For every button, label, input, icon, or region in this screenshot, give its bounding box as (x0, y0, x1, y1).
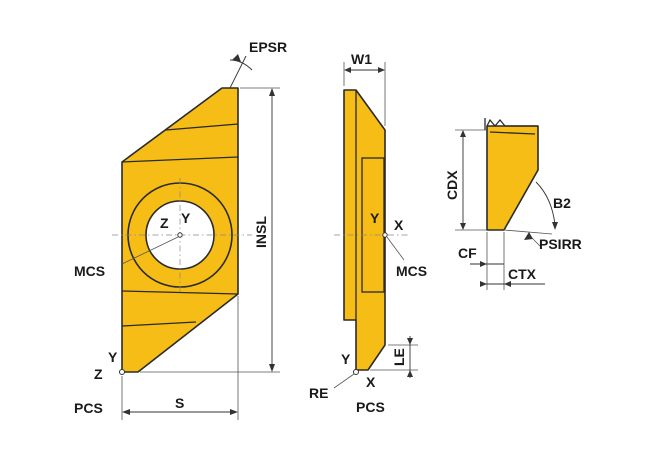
insl-arrow-bottom (269, 364, 275, 372)
mcs-point-marker-side (382, 232, 388, 238)
epsr-label: EPSR (249, 39, 287, 55)
epsr-arrowhead (232, 54, 241, 62)
pcs-point-marker-front (119, 369, 125, 375)
s-arrow-right (230, 409, 238, 415)
front-chamfer-line-bottom (121, 321, 197, 327)
cdx-arrow-bottom (460, 223, 466, 230)
ctx-arrow-right (504, 281, 511, 287)
b2-label: B2 (553, 195, 571, 211)
pcs-label-front: PCS (74, 400, 103, 416)
pcs-label-side: PCS (356, 399, 385, 415)
ctx-arrow-left (480, 281, 487, 287)
y-axis-label-side: Y (370, 210, 380, 226)
ctx-label: CTX (508, 266, 537, 282)
mcs-point-marker (177, 232, 183, 238)
psirr-arrowhead (524, 232, 533, 240)
b2-arc (535, 181, 556, 226)
psirr-label: PSIRR (539, 236, 582, 252)
epsr-arc (229, 59, 253, 71)
re-leader (333, 373, 355, 389)
side-view: W1 Y X MCS LE Y X RE PCS (309, 51, 427, 415)
cf-arrow (480, 261, 487, 267)
cf-label: CF (458, 245, 477, 261)
detail-relief-line (489, 131, 536, 135)
cdx-label: CDX (444, 170, 460, 200)
front-chamfer-line-mid-bottom (121, 290, 239, 295)
le-label: LE (391, 348, 407, 366)
b2-arrowhead (552, 222, 558, 230)
y-axis-label-pcs-front: Y (108, 349, 118, 365)
mcs-label-front: MCS (74, 263, 105, 279)
w1-arrow-right (378, 67, 385, 73)
w1-arrow-left (344, 67, 351, 73)
x-axis-label-pcs-side: X (366, 374, 376, 390)
w1-label: W1 (351, 51, 372, 67)
s-label: S (175, 395, 184, 411)
insl-label: INSL (253, 216, 269, 248)
front-chamfer-line-top (165, 123, 239, 131)
s-arrow-left (122, 409, 130, 415)
front-chamfer-line-mid-top (121, 156, 239, 163)
z-axis-label-pcs-front: Z (94, 366, 103, 382)
mcs-label-side: MCS (396, 263, 427, 279)
y-axis-label-center: Y (181, 210, 191, 226)
epsr-reference-line (229, 55, 247, 89)
insl-arrow-top (269, 88, 275, 96)
detail-break-line (484, 118, 538, 130)
mcs-side-leader (386, 236, 405, 261)
re-label: RE (309, 385, 328, 401)
cdx-arrow-top (460, 130, 466, 137)
x-axis-label-side: X (394, 217, 404, 233)
le-arrow-bottom (407, 370, 413, 377)
pcs-point-marker-side (353, 369, 359, 375)
z-axis-label-center: Z (160, 215, 169, 231)
insert-side-body (343, 89, 386, 371)
psirr-reference-line (503, 229, 553, 235)
side-recess-outline (361, 157, 385, 293)
le-arrow-top (407, 338, 413, 345)
detail-view: CDX B2 PSIRR CF CTX (444, 118, 582, 290)
front-view: Z Y MCS Y Z PCS EPSR INSL S (74, 39, 287, 420)
mcs-left-leader (121, 236, 179, 265)
cutting-edge-profile (486, 125, 539, 231)
y-axis-label-pcs-side: Y (341, 351, 351, 367)
